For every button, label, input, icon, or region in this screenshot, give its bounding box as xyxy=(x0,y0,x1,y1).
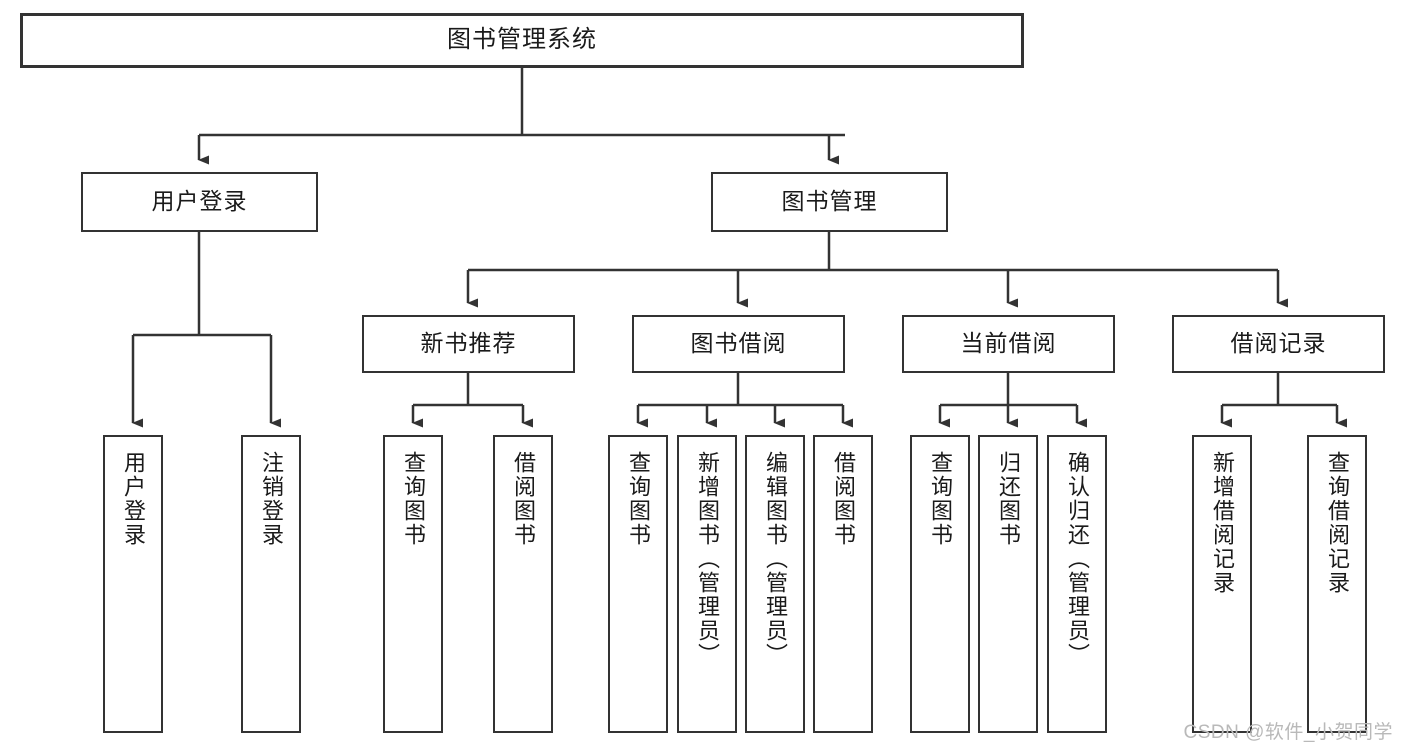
leaf-return-book[interactable]: 归还图书 xyxy=(978,435,1038,733)
leaf-add-book-admin[interactable]: 新增图书（管理员） xyxy=(677,435,737,733)
leaf-label: 查询图书 xyxy=(625,451,651,547)
leaf-label: 用户登录 xyxy=(120,451,146,547)
leaf-label: 注销登录 xyxy=(258,451,284,547)
node-book-management[interactable]: 图书管理 xyxy=(711,172,948,232)
node-new-book-recommend[interactable]: 新书推荐 xyxy=(362,315,575,373)
leaf-label: 新增图书（管理员） xyxy=(694,451,720,667)
leaf-label: 编辑图书（管理员） xyxy=(762,451,788,667)
leaf-logout[interactable]: 注销登录 xyxy=(241,435,301,733)
node-book-borrow[interactable]: 图书借阅 xyxy=(632,315,845,373)
leaf-add-borrow-record[interactable]: 新增借阅记录 xyxy=(1192,435,1252,733)
node-borrow-record[interactable]: 借阅记录 xyxy=(1172,315,1385,373)
leaf-confirm-return-admin[interactable]: 确认归还（管理员） xyxy=(1047,435,1107,733)
csdn-watermark: CSDN @软件_小贺同学 xyxy=(1183,722,1393,743)
leaf-edit-book-admin[interactable]: 编辑图书（管理员） xyxy=(745,435,805,733)
leaf-label: 查询图书 xyxy=(927,451,953,547)
node-current-borrow[interactable]: 当前借阅 xyxy=(902,315,1115,373)
leaf-borrow-book[interactable]: 借阅图书 xyxy=(813,435,873,733)
leaf-label: 新增借阅记录 xyxy=(1209,451,1235,595)
leaf-query-book-current[interactable]: 查询图书 xyxy=(910,435,970,733)
leaf-label: 借阅图书 xyxy=(830,451,856,547)
node-root-system[interactable]: 图书管理系统 xyxy=(20,13,1024,68)
leaf-label: 归还图书 xyxy=(995,451,1021,547)
leaf-borrow-book-newbook[interactable]: 借阅图书 xyxy=(493,435,553,733)
leaf-label: 借阅图书 xyxy=(510,451,536,547)
leaf-query-borrow-record[interactable]: 查询借阅记录 xyxy=(1307,435,1367,733)
leaf-label: 查询借阅记录 xyxy=(1324,451,1350,595)
leaf-query-book-borrow[interactable]: 查询图书 xyxy=(608,435,668,733)
node-user-login[interactable]: 用户登录 xyxy=(81,172,318,232)
leaf-query-book-newbook[interactable]: 查询图书 xyxy=(383,435,443,733)
leaf-label: 查询图书 xyxy=(400,451,426,547)
leaf-label: 确认归还（管理员） xyxy=(1064,451,1090,667)
leaf-user-login[interactable]: 用户登录 xyxy=(103,435,163,733)
